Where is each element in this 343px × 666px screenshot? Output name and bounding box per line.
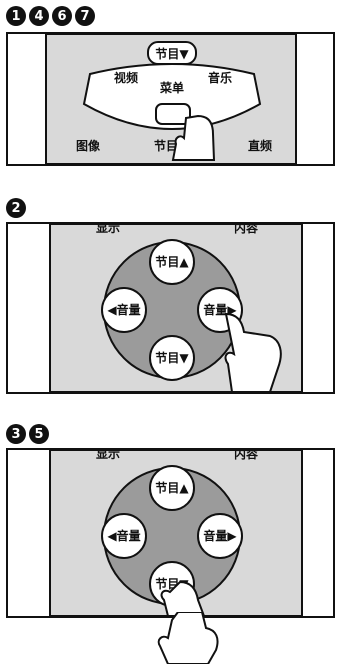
step-badge: 3 xyxy=(6,424,26,444)
dpad-left-label: ◀音量 xyxy=(107,528,140,543)
dpad-down-button[interactable] xyxy=(149,335,195,381)
dpad-up-button[interactable] xyxy=(149,465,195,511)
dpad-right-label: 音量▶ xyxy=(203,528,237,543)
right-label: 音乐 xyxy=(208,70,232,85)
dpad-left-button[interactable] xyxy=(101,287,147,333)
hand-icon xyxy=(171,114,216,161)
top-label: 内容 xyxy=(234,450,258,461)
step-badges-3: 3 5 xyxy=(6,424,49,444)
remote-panel-volume: 显示 内容 节目▲ ◀音量 音量▶ 节目▼ xyxy=(6,222,335,394)
remote-panel-menu: 节目▼ 菜单 视频 音乐 图像 节目 直频 xyxy=(6,32,335,166)
dpad-left-button[interactable] xyxy=(101,513,147,559)
dpad-up-label: 节目▲ xyxy=(155,480,189,495)
dpad-down-label: 节目▼ xyxy=(155,350,189,365)
step-badge: 2 xyxy=(6,198,26,218)
left-label: 视频 xyxy=(114,70,138,85)
dpad-left-label: ◀音量 xyxy=(107,302,140,317)
step-badge: 6 xyxy=(52,6,72,26)
step-badge: 7 xyxy=(75,6,95,26)
step-badges-1: 1 4 6 7 xyxy=(6,6,95,26)
bottom-left-label: 图像 xyxy=(76,138,101,153)
dpad-up-label: 节目▲ xyxy=(155,254,189,269)
top-label: 内容 xyxy=(234,224,258,235)
top-label: 显示 xyxy=(96,224,120,235)
step-badges-2: 2 xyxy=(6,198,26,218)
menu-button[interactable] xyxy=(155,103,191,125)
step-badge: 1 xyxy=(6,6,26,26)
remote-panel-program: 显示 内容 节目▲ ◀音量 音量▶ 节目▼ xyxy=(6,448,335,618)
step-badge: 5 xyxy=(29,424,49,444)
hand-icon xyxy=(160,580,206,616)
hand-icon xyxy=(157,612,219,664)
bottom-mid-label: 节目 xyxy=(154,138,178,153)
dpad-right-button[interactable] xyxy=(197,513,243,559)
hand-icon xyxy=(224,312,282,392)
step-badge: 4 xyxy=(29,6,49,26)
bottom-right-label: 直频 xyxy=(248,138,272,153)
menu-label: 菜单 xyxy=(159,80,184,95)
prog-down-label: 节目▼ xyxy=(155,46,189,61)
menu-cluster xyxy=(82,63,262,130)
top-label: 显示 xyxy=(96,450,120,461)
dpad-up-button[interactable] xyxy=(149,239,195,285)
